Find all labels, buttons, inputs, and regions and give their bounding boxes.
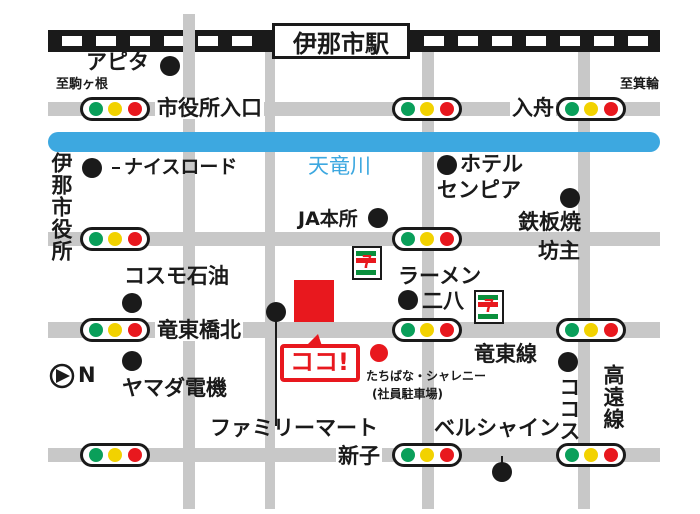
tachibana-dot-icon (370, 344, 388, 362)
label-komagane: 至駒ヶ根 (56, 77, 109, 92)
traffic-light-icon (392, 97, 462, 121)
label-ryuto-line: 竜東線 (474, 342, 537, 366)
north-arrow-icon (49, 363, 75, 389)
label-irifune: 入舟 (510, 96, 556, 120)
koko-callout (280, 334, 360, 382)
label-senpia: センピア (437, 178, 521, 202)
ja-dot-icon (368, 208, 388, 228)
label-minowa: 至箕輪 (620, 77, 660, 92)
traffic-light-icon (392, 227, 462, 251)
label-teppanyaki: 鉄板焼 (518, 210, 581, 234)
nice-road-dot-icon (82, 158, 102, 178)
label-parking: (社員駐車場) (372, 387, 443, 401)
label-cosmo: コスモ石油 (124, 264, 229, 288)
bell-shine-dot-icon (492, 462, 512, 482)
cocos-dot-icon (558, 352, 578, 372)
label-nice-road: ナイスロード (124, 156, 238, 178)
label-ryuto-kita: 竜東橋北 (155, 318, 243, 342)
label-koko: ココ! (290, 348, 349, 376)
label-shinko: 新子 (336, 444, 382, 468)
label-river: 天竜川 (308, 154, 371, 178)
seven-eleven-icon: 7 (352, 246, 382, 280)
label-ina-city-hall: 伊那市役所 (49, 152, 73, 262)
label-yamada: ヤマダ電機 (122, 376, 227, 400)
traffic-light-icon (80, 318, 150, 342)
cosmo-dot-icon (122, 293, 142, 313)
traffic-light-icon (392, 443, 462, 467)
traffic-light-icon (556, 97, 626, 121)
label-north: N (78, 363, 96, 387)
label-family-mart: ファミリーマート (210, 416, 378, 440)
station-label: 伊那市駅 (272, 23, 410, 59)
label-niharu: 二八 (422, 289, 464, 313)
label-shiyakusho-iriguchi: 市役所入口 (155, 96, 264, 120)
traffic-light-icon (80, 97, 150, 121)
traffic-light-icon (80, 227, 150, 251)
tenryu-river (48, 132, 660, 152)
label-hotel: ホテル (460, 152, 523, 176)
seven-eleven-icon: 7 (474, 290, 504, 324)
station-name: 伊那市駅 (293, 29, 389, 58)
hotel-dot-icon (437, 155, 457, 175)
label-bell-shine: ベルシャイン (434, 416, 560, 440)
traffic-light-icon (556, 318, 626, 342)
label-cocos: ココス (557, 376, 581, 442)
teppanyaki-dot-icon (560, 188, 580, 208)
traffic-light-icon (556, 443, 626, 467)
traffic-light-icon (80, 443, 150, 467)
destination-marker (294, 280, 334, 322)
yamada-dot-icon (122, 351, 142, 371)
traffic-light-icon (392, 318, 462, 342)
label-ramen: ラーメン (398, 264, 482, 288)
family-mart-dot-icon (266, 302, 286, 322)
label-ja: JA本所 (298, 208, 358, 230)
label-tachibana: たちばな・シャレニー (366, 369, 487, 383)
label-apita: アピタ (86, 50, 149, 74)
ramen-dot-icon (398, 290, 418, 310)
label-bozu: 坊主 (538, 239, 580, 263)
apita-dot-icon (160, 56, 180, 76)
label-koen-line: 高遠線 (601, 364, 625, 430)
